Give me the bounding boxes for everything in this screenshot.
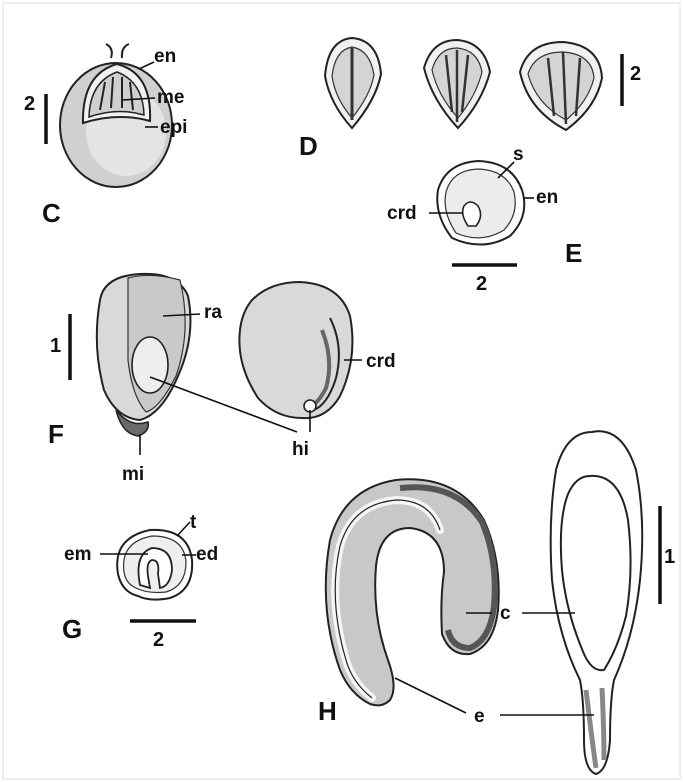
label-en-c: en bbox=[154, 46, 176, 67]
label-em-g: em bbox=[64, 544, 91, 565]
label-epi-c: epi bbox=[160, 117, 187, 138]
scale-label-h: 1 bbox=[664, 546, 675, 568]
label-ra-f: ra bbox=[204, 302, 222, 323]
scale-label-e: 2 bbox=[476, 273, 487, 295]
scale-label-c: 2 bbox=[24, 93, 35, 115]
label-t-g: t bbox=[190, 512, 197, 533]
panel-letter-h: H bbox=[318, 696, 337, 726]
label-mi-f: mi bbox=[122, 464, 144, 485]
panel-letter-d: D bbox=[299, 131, 318, 161]
label-ed-g: ed bbox=[196, 544, 218, 565]
panel-letter-f: F bbox=[48, 419, 64, 449]
scale-label-g: 2 bbox=[153, 629, 164, 651]
label-en-e: en bbox=[536, 187, 558, 208]
label-s-e: s bbox=[513, 144, 524, 165]
label-crd-f: crd bbox=[366, 351, 396, 372]
scale-label-d: 2 bbox=[630, 63, 641, 85]
label-e-h: e bbox=[474, 706, 485, 727]
panel-letter-c: C bbox=[42, 198, 61, 228]
panel-letter-g: G bbox=[62, 614, 82, 644]
label-hi-f: hi bbox=[292, 439, 309, 460]
panel-letter-e: E bbox=[565, 238, 582, 268]
label-crd-e: crd bbox=[387, 203, 417, 224]
label-c-h: c bbox=[500, 603, 511, 624]
label-me-c: me bbox=[157, 87, 184, 108]
scale-label-f: 1 bbox=[50, 335, 61, 357]
